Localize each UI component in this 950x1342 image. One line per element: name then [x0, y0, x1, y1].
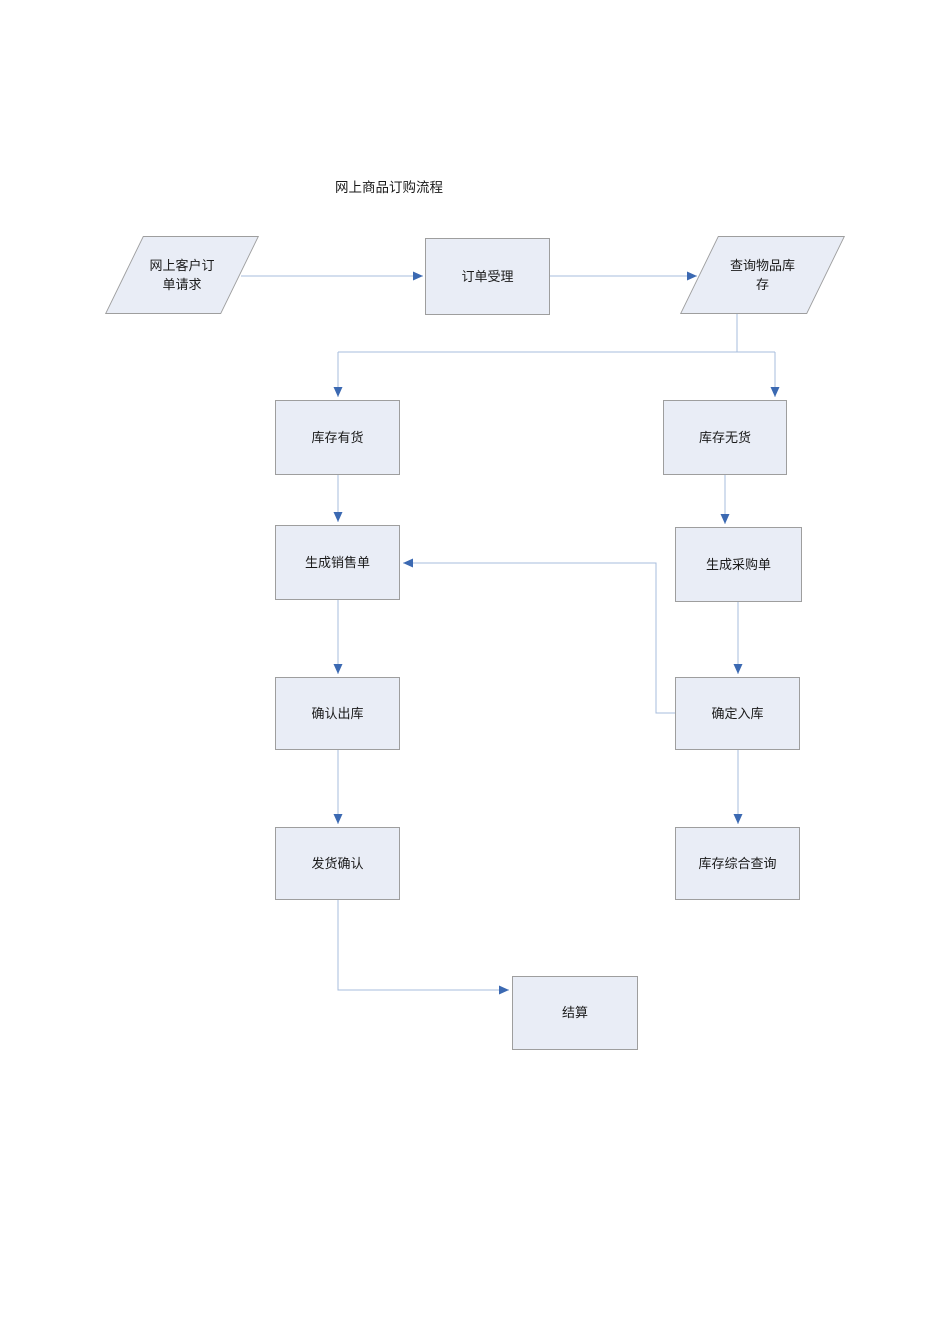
- node-create-sales-order: 生成销售单: [275, 525, 400, 600]
- node-inventory-query: 库存综合查询: [675, 827, 800, 900]
- diagram-title: 网上商品订购流程: [335, 180, 443, 195]
- node-settlement: 结算: [512, 976, 638, 1050]
- node-label: 确定入库: [711, 705, 764, 721]
- node-order-request: 网上客户订单请求: [104, 236, 260, 314]
- edge-confirm-inbound-to-create-sales-order: [403, 558, 675, 714]
- node-label: 发货确认: [311, 855, 364, 871]
- node-label: 确认出库: [311, 705, 364, 721]
- node-out-of-stock: 库存无货: [663, 400, 787, 475]
- edge-shipping-confirm-to-settlement: [337, 900, 509, 995]
- node-label: 订单受理: [461, 268, 514, 284]
- node-label: 查询物品库存: [729, 257, 795, 293]
- node-shipping-confirm: 发货确认: [275, 827, 400, 900]
- node-create-purchase-order: 生成采购单: [675, 527, 802, 602]
- node-confirm-outbound: 确认出库: [275, 677, 400, 750]
- node-label: 库存无货: [698, 429, 751, 445]
- node-label: 库存有货: [311, 429, 364, 445]
- node-label: 生成销售单: [304, 554, 370, 570]
- node-label: 库存综合查询: [698, 855, 777, 871]
- node-confirm-inbound: 确定入库: [675, 677, 800, 750]
- node-order-accept: 订单受理: [425, 238, 550, 315]
- node-label: 网上客户订单请求: [149, 257, 215, 293]
- node-label: 生成采购单: [705, 556, 771, 572]
- node-in-stock: 库存有货: [275, 400, 400, 475]
- node-query-stock: 查询物品库存: [679, 236, 846, 314]
- node-label: 结算: [561, 1005, 588, 1021]
